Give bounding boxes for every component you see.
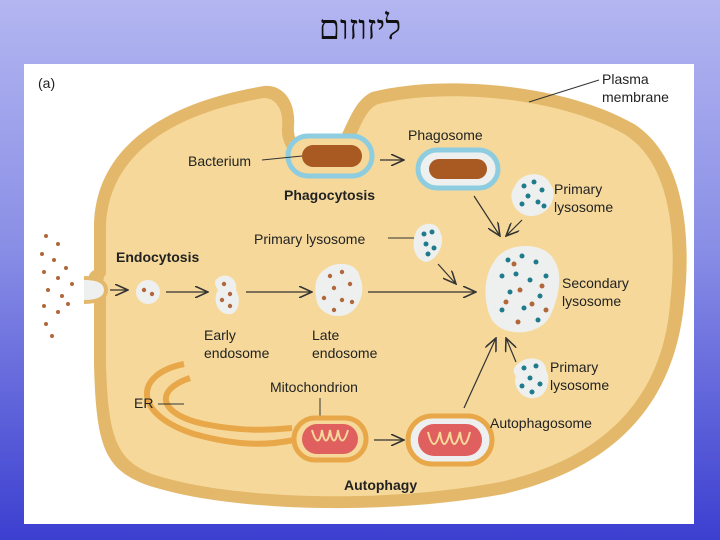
endocytosis-label: Endocytosis bbox=[116, 249, 199, 265]
plasma-membrane-label-2: membrane bbox=[602, 89, 669, 105]
autophagy-label: Autophagy bbox=[344, 477, 417, 493]
primary-lysosome-top-label-1: Primary bbox=[554, 181, 602, 197]
engulfed-bacterium bbox=[285, 133, 375, 179]
er-membrane-inner bbox=[162, 375, 293, 433]
bacterium-label: Bacterium bbox=[188, 153, 251, 169]
primary-lysosome-mid-label: Primary lysosome bbox=[254, 231, 365, 247]
autophagosome bbox=[405, 413, 495, 467]
plasma-membrane-label-1: Plasma bbox=[602, 71, 649, 87]
panel-label: (a) bbox=[38, 75, 55, 91]
early-endosome-label-1: Early bbox=[204, 327, 236, 343]
primary-lysosome-mid bbox=[413, 223, 443, 262]
extracellular-particles bbox=[40, 234, 74, 338]
arrow-phagosome-to-secondary bbox=[473, 195, 500, 236]
arrow-autophagosome-to-secondary bbox=[463, 338, 496, 409]
plasma-membrane-leader bbox=[528, 79, 600, 103]
er-membrane bbox=[144, 361, 295, 447]
primary-lysosome-low-label-2: lysosome bbox=[550, 377, 609, 393]
late-endosome-label-2: endosome bbox=[312, 345, 378, 361]
secondary-lysosome bbox=[485, 245, 560, 333]
primary-lysosome-top bbox=[511, 174, 554, 217]
phagosome-label: Phagosome bbox=[408, 127, 483, 143]
late-endosome bbox=[315, 263, 363, 316]
primary-lysosome-top-label-2: lysosome bbox=[554, 199, 613, 215]
secondary-lysosome-label-1: Secondary bbox=[562, 275, 629, 291]
secondary-lysosome-label-2: lysosome bbox=[562, 293, 621, 309]
endocytic-vesicle bbox=[136, 280, 160, 304]
primary-lysosome-low-label-1: Primary bbox=[550, 359, 598, 375]
slide-title: ליזוזום bbox=[318, 8, 402, 48]
mitochondrion bbox=[291, 415, 369, 463]
arrow-primary-top-to-secondary bbox=[506, 219, 523, 236]
arrow-primary-low-to-secondary bbox=[506, 338, 516, 363]
mitochondrion-label: Mitochondrion bbox=[270, 379, 358, 395]
bacterium-leader bbox=[261, 155, 303, 161]
er-label: ER bbox=[134, 395, 153, 411]
early-endosome-label-2: endosome bbox=[204, 345, 270, 361]
phagocytosis-label: Phagocytosis bbox=[284, 187, 375, 203]
late-endosome-label-1: Late bbox=[312, 327, 339, 343]
phagosome bbox=[415, 147, 501, 191]
cell-diagram: (a) Plasma membrane Bacterium Phagocytos… bbox=[38, 71, 687, 509]
early-endosome bbox=[215, 275, 239, 315]
endocytic-pit bbox=[83, 276, 109, 304]
arrow-primary-mid-to-path bbox=[437, 263, 456, 284]
figure-panel: (a) Plasma membrane Bacterium Phagocytos… bbox=[24, 64, 694, 524]
primary-lysosome-low bbox=[513, 358, 549, 399]
autophagosome-label: Autophagosome bbox=[490, 415, 592, 431]
